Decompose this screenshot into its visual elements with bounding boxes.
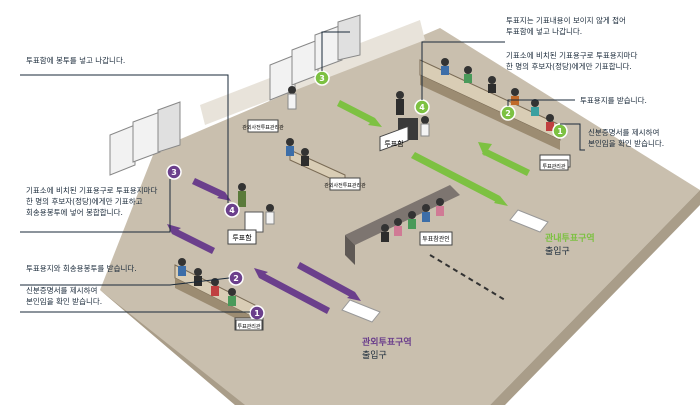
sign-observer: 투표참관인 bbox=[419, 231, 453, 246]
svg-text:한 명의 후보자(정당)에게만 기표하고: 한 명의 후보자(정당)에게만 기표하고 bbox=[26, 196, 143, 206]
sign-official-right: 투표관리관 bbox=[539, 159, 569, 171]
svg-text:관외사전투표관리관: 관외사전투표관리관 bbox=[324, 182, 366, 189]
step-purple-1: 1 bbox=[249, 305, 265, 321]
entrance-out-district: 관외투표구역 출입구 bbox=[341, 299, 412, 361]
step-green-1: 1 bbox=[552, 123, 568, 139]
annotation-left-1: 투표함에 봉투를 넣고 나갑니다. bbox=[26, 56, 125, 65]
annotation-left-4: 신분증명서를 제시하여 본인임을 확인 받습니다. bbox=[26, 285, 102, 306]
svg-text:기표소에 비치된 기표용구로 투표용지마다: 기표소에 비치된 기표용구로 투표용지마다 bbox=[26, 185, 157, 195]
svg-text:관외투표구역: 관외투표구역 bbox=[362, 336, 412, 348]
svg-text:출입구: 출입구 bbox=[545, 245, 570, 257]
svg-text:4: 4 bbox=[419, 103, 425, 112]
svg-text:투표함: 투표함 bbox=[384, 139, 404, 148]
svg-text:관내투표구역: 관내투표구역 bbox=[545, 232, 595, 244]
svg-text:투표함: 투표함 bbox=[232, 233, 252, 242]
ballot-box-left bbox=[244, 211, 264, 233]
sign-ballot-box: 투표함 bbox=[379, 125, 409, 152]
annotation-left-2: 기표소에 비치된 기표용구로 투표용지마다 한 명의 후보자(정당)에게만 기표… bbox=[26, 185, 157, 217]
step-purple-2: 2 bbox=[228, 270, 244, 286]
step-green-4: 4 bbox=[414, 99, 430, 115]
annotation-right-4: 신분증명서를 제시하여 본인임을 확인 받습니다. bbox=[588, 127, 664, 148]
svg-text:투표함에 봉투를 넣고 나갑니다.: 투표함에 봉투를 넣고 나갑니다. bbox=[26, 56, 125, 65]
step-green-3: 3 bbox=[314, 70, 330, 86]
svg-text:기표소에 비치된 기표용구로 투표용지마다: 기표소에 비치된 기표용구로 투표용지마다 bbox=[506, 50, 637, 60]
sign-official-a: 관외사전투표관리관 bbox=[324, 177, 366, 191]
voting-booths-left bbox=[109, 101, 181, 176]
svg-text:2: 2 bbox=[233, 274, 239, 283]
out-district-flow bbox=[167, 178, 361, 314]
svg-text:투표용지를 받습니다.: 투표용지를 받습니다. bbox=[580, 95, 647, 105]
sign-ballot-box-left: 투표함 bbox=[227, 229, 257, 245]
step-purple-4: 4 bbox=[224, 202, 240, 218]
svg-text:투표함에 넣고 나갑니다.: 투표함에 넣고 나갑니다. bbox=[506, 27, 582, 36]
svg-text:3: 3 bbox=[171, 168, 177, 177]
annotation-right-3: 투표용지를 받습니다. bbox=[580, 95, 647, 105]
sign-official-left: 투표관리관 bbox=[235, 319, 263, 331]
entrance-in-district: 관내투표구역 출입구 bbox=[509, 209, 595, 257]
svg-text:4: 4 bbox=[229, 206, 235, 215]
svg-text:관외사전투표관리관: 관외사전투표관리관 bbox=[242, 124, 284, 131]
in-district-flow bbox=[337, 100, 530, 206]
annotation-right-1: 투표지는 기표내용이 보이지 않게 접어 투표함에 넣고 나갑니다. bbox=[506, 15, 626, 36]
officials-center bbox=[286, 138, 444, 242]
svg-text:투표용지와 회송용봉투를 받습니다.: 투표용지와 회송용봉투를 받습니다. bbox=[26, 263, 137, 273]
sign-official-b: 관외사전투표관리관 bbox=[242, 119, 284, 133]
leader-lines-left bbox=[20, 74, 250, 313]
svg-text:2: 2 bbox=[505, 109, 511, 118]
svg-text:신분증명서를 제시하여: 신분증명서를 제시하여 bbox=[26, 285, 97, 295]
svg-text:투표참관인: 투표참관인 bbox=[422, 235, 450, 243]
svg-text:본인임을 확인 받습니다.: 본인임을 확인 받습니다. bbox=[26, 296, 102, 306]
svg-text:본인임을 확인 받습니다.: 본인임을 확인 받습니다. bbox=[588, 138, 664, 148]
svg-text:출입구: 출입구 bbox=[362, 349, 387, 361]
annotation-left-3: 투표용지와 회송용봉투를 받습니다. bbox=[26, 263, 137, 273]
zone-divider bbox=[429, 254, 506, 301]
svg-text:투표관리관: 투표관리관 bbox=[237, 323, 260, 330]
svg-text:1: 1 bbox=[557, 127, 563, 136]
svg-text:투표관리관: 투표관리관 bbox=[542, 163, 565, 170]
svg-text:회송용봉투에 넣어 봉합합니다.: 회송용봉투에 넣어 봉합합니다. bbox=[26, 207, 123, 217]
step-purple-3: 3 bbox=[166, 164, 182, 180]
svg-text:1: 1 bbox=[254, 309, 260, 318]
svg-text:한 명의 후보자(정당)에게만 기표합니다.: 한 명의 후보자(정당)에게만 기표합니다. bbox=[506, 61, 632, 71]
step-green-2: 2 bbox=[500, 105, 516, 121]
floor-edge-right bbox=[490, 190, 700, 405]
svg-text:신분증명서를 제시하여: 신분증명서를 제시하여 bbox=[588, 127, 659, 137]
officials-left bbox=[178, 258, 236, 306]
svg-text:투표지는 기표내용이 보이지 않게 접어: 투표지는 기표내용이 보이지 않게 접어 bbox=[506, 15, 626, 25]
voters-right bbox=[287, 86, 430, 137]
svg-text:3: 3 bbox=[319, 74, 325, 83]
leader-lines-right bbox=[321, 31, 585, 151]
voters-left bbox=[238, 183, 275, 225]
annotation-right-2: 기표소에 비치된 기표용구로 투표용지마다 한 명의 후보자(정당)에게만 기표… bbox=[506, 50, 637, 71]
